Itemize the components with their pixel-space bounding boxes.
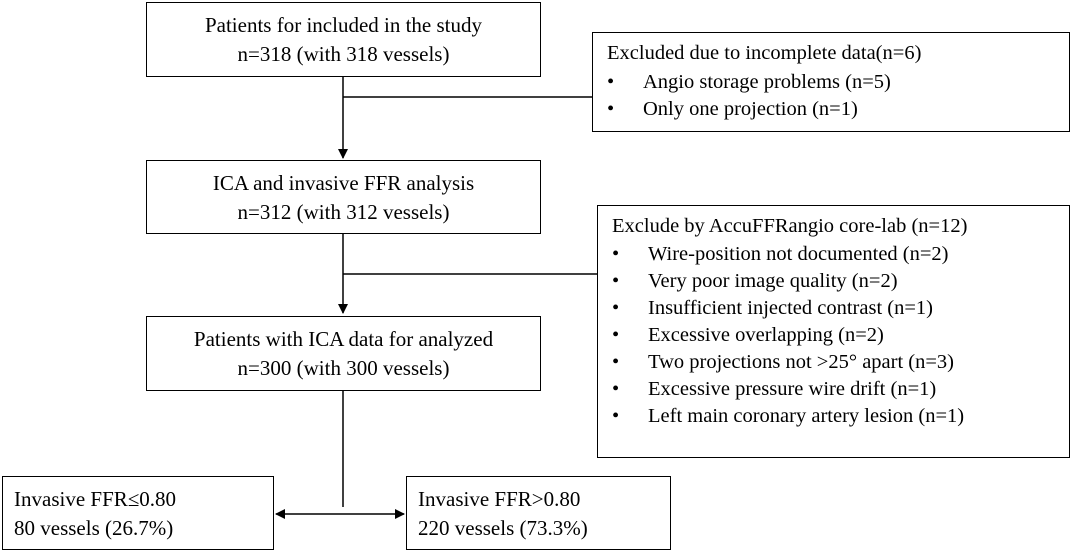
- ffr-low-box: Invasive FFR≤0.80 80 vessels (26.7%): [2, 476, 274, 550]
- bullet-icon: •: [612, 270, 620, 292]
- analyzed-box: Patients with ICA data for analyzed n=30…: [146, 316, 541, 391]
- ffr-low-title: Invasive FFR≤0.80: [14, 487, 177, 511]
- exclusion-item: • Insufficient injected contrast (n=1): [598, 295, 1069, 322]
- ffr-high-title: Invasive FFR>0.80: [418, 487, 581, 511]
- bullet-icon: •: [607, 98, 615, 120]
- ica-ffr-box: ICA and invasive FFR analysis n=312 (wit…: [146, 160, 541, 234]
- exclusion-box-core-lab: Exclude by AccuFFRangio core-lab (n=12) …: [597, 205, 1070, 458]
- analyzed-count: n=300 (with 300 vessels): [237, 356, 450, 380]
- exclusion-item: • Left main coronary artery lesion (n=1): [598, 403, 1069, 430]
- bullet-icon: •: [612, 243, 620, 265]
- exclusion-header: Excluded due to incomplete data(n=6): [607, 42, 922, 64]
- ffr-high-count: 220 vessels (73.3%): [418, 516, 588, 540]
- exclusion-item-label: Insufficient injected contrast (n=1): [648, 297, 933, 319]
- exclusion-header: Exclude by AccuFFRangio core-lab (n=12): [612, 215, 968, 237]
- ica-ffr-title: ICA and invasive FFR analysis: [212, 171, 475, 195]
- exclusion-item-label: Only one projection (n=1): [643, 98, 858, 120]
- exclusion-item-label: Excessive overlapping (n=2): [648, 324, 884, 346]
- exclusion-item: • Wire-position not documented (n=2): [598, 241, 1069, 268]
- enrolled-box: Patients for included in the study n=318…: [146, 2, 541, 77]
- exclusion-list: • Wire-position not documented (n=2) • Ver…: [598, 241, 1069, 430]
- exclusion-item: • Excessive overlapping (n=2): [598, 322, 1069, 349]
- analyzed-title: Patients with ICA data for analyzed: [193, 327, 494, 351]
- ffr-high-box: Invasive FFR>0.80 220 vessels (73.3%): [406, 476, 671, 550]
- ica-ffr-count: n=312 (with 312 vessels): [237, 200, 450, 224]
- exclusion-item-label: Very poor image quality (n=2): [648, 270, 898, 292]
- exclusion-box-incomplete-data: Excluded due to incomplete data(n=6) • An…: [592, 32, 1070, 132]
- ffr-low-count: 80 vessels (26.7%): [14, 516, 174, 540]
- exclusion-item: • Two projections not >25° apart (n=3): [598, 349, 1069, 376]
- bullet-icon: •: [612, 378, 620, 400]
- enrolled-title: Patients for included in the study: [204, 13, 483, 37]
- exclusion-item-label: Left main coronary artery lesion (n=1): [648, 405, 965, 427]
- exclusion-list: • Angio storage problems (n=5) • Only one …: [593, 69, 1069, 123]
- bullet-icon: •: [607, 71, 615, 93]
- bullet-icon: •: [612, 351, 620, 373]
- exclusion-item: • Very poor image quality (n=2): [598, 268, 1069, 295]
- bullet-icon: •: [612, 297, 620, 319]
- bullet-icon: •: [612, 324, 620, 346]
- enrolled-count: n=318 (with 318 vessels): [237, 42, 450, 66]
- exclusion-item: • Angio storage problems (n=5): [593, 69, 1069, 96]
- exclusion-item-label: Wire-position not documented (n=2): [648, 243, 949, 265]
- exclusion-item: • Excessive pressure wire drift (n=1): [598, 376, 1069, 403]
- exclusion-item-label: Angio storage problems (n=5): [643, 71, 891, 93]
- exclusion-item-label: Two projections not >25° apart (n=3): [648, 351, 954, 373]
- exclusion-item-label: Excessive pressure wire drift (n=1): [648, 378, 937, 400]
- exclusion-item: • Only one projection (n=1): [593, 96, 1069, 123]
- bullet-icon: •: [612, 405, 620, 427]
